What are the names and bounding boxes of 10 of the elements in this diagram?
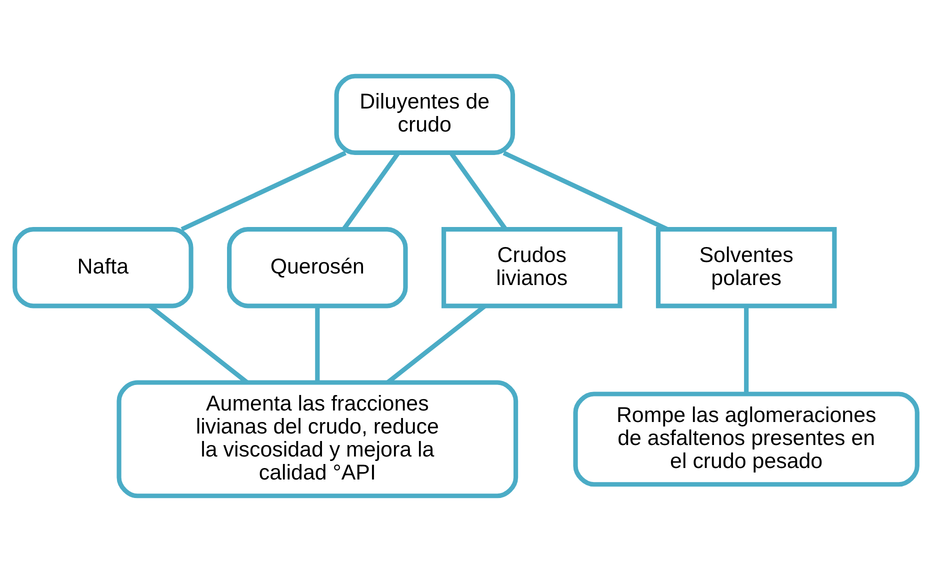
node-box: Rompe las aglomeraciones de asfaltenos presentes en el crudo pesado — [573, 391, 920, 486]
connector — [744, 306, 749, 394]
node-box: Crudos livianos — [441, 226, 622, 308]
connector — [180, 150, 346, 231]
node-box: Aumenta las fracciones livianas del crudo, reduce la viscosidad y mejora la calidad °API — [116, 380, 518, 498]
node-box: Diluyentes de crudo — [334, 73, 516, 155]
node-box: Querosén — [227, 226, 408, 308]
node-box: Nafta — [12, 226, 194, 308]
connector — [315, 306, 320, 382]
node-box: Solventes polares — [656, 226, 837, 308]
